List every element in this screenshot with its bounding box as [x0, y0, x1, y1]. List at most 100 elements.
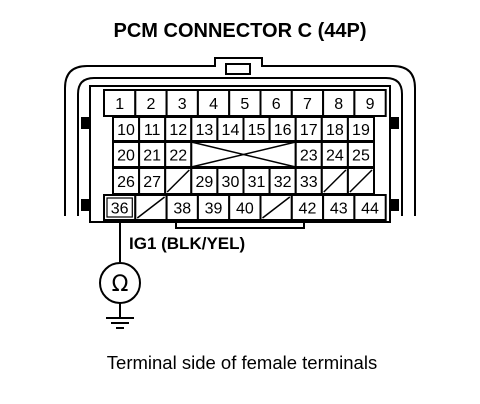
terminal-cell: 20: [112, 141, 141, 168]
terminal-cell: 11: [138, 116, 167, 142]
terminal-cell: 10: [112, 116, 141, 142]
terminal-number: 25: [352, 148, 370, 165]
terminal-cell: 22: [164, 141, 193, 168]
terminal-cell: 32: [268, 167, 297, 195]
terminal-number: 3: [178, 96, 187, 113]
terminal-cell: 2: [134, 89, 168, 117]
terminal-number: 7: [303, 96, 312, 113]
terminal-cell: 8: [322, 89, 356, 117]
terminal-cell: 18: [320, 116, 349, 142]
terminal-number: 12: [169, 122, 187, 139]
housing-outer-shell: [64, 57, 416, 216]
terminal-cell: 38: [165, 194, 199, 221]
terminal-cell: 44: [353, 194, 387, 221]
wire-label: IG1 (BLK/YEL): [129, 234, 245, 253]
terminal-cell: 42: [290, 194, 325, 221]
terminal-number: 32: [274, 174, 292, 191]
terminal-cell: 6: [259, 89, 293, 117]
terminal-number: 17: [300, 122, 318, 139]
housing-bottom-key: [175, 220, 305, 229]
terminal-number: 4: [209, 96, 218, 113]
unused-cavity: [259, 194, 293, 221]
terminal-cell: 25: [346, 141, 375, 168]
terminal-number: 14: [222, 122, 240, 139]
terminal-cell: 21: [138, 141, 167, 168]
terminal-number: 2: [146, 96, 155, 113]
terminal-number: 23: [300, 148, 318, 165]
housing-frame: [89, 85, 391, 223]
terminal-number: 1: [115, 96, 124, 113]
terminal-number: 39: [205, 201, 223, 218]
terminal-number: 19: [352, 122, 370, 139]
terminal-number: 20: [117, 148, 135, 165]
terminal-cell: 39: [196, 194, 231, 221]
terminal-cell: 16: [268, 116, 297, 142]
unused-cavity: [190, 141, 297, 168]
latch-right-lower: [390, 199, 399, 211]
terminal-number: 15: [248, 122, 266, 139]
latch-left-upper: [81, 117, 90, 129]
terminal-number: 38: [173, 201, 191, 218]
terminal-cell: 1: [103, 89, 137, 117]
terminal-cell: 17: [294, 116, 323, 142]
terminal-number: 9: [366, 96, 375, 113]
terminal-cell: 40: [228, 194, 262, 221]
terminal-number: 22: [169, 148, 187, 165]
terminal-number: 16: [274, 122, 292, 139]
terminal-cell: 13: [190, 116, 219, 142]
terminal-cell: 12: [164, 116, 193, 142]
terminal-cell: 31: [242, 167, 271, 195]
latch-left-lower: [81, 199, 90, 211]
terminal-cell: 29: [190, 167, 219, 195]
terminal-number: 11: [144, 122, 161, 139]
terminal-cell: 26: [112, 167, 141, 195]
terminal-cell: 3: [165, 89, 199, 117]
terminal-number: 30: [222, 174, 240, 191]
terminal-cell: 7: [290, 89, 325, 117]
terminal-cell: 43: [322, 194, 356, 221]
terminal-cell: 14: [216, 116, 245, 142]
terminal-number: 21: [143, 148, 161, 165]
terminal-number: 26: [117, 174, 135, 191]
unused-cavity: [134, 194, 168, 221]
terminal-number: 40: [236, 201, 254, 218]
unused-cavity: [164, 167, 193, 195]
terminal-number: 29: [195, 174, 213, 191]
terminal-number: 44: [361, 201, 379, 218]
caption: Terminal side of female terminals: [107, 352, 377, 373]
terminal-number: 36: [111, 201, 129, 218]
terminal-cell: 15: [242, 116, 271, 142]
terminal-number: 42: [299, 201, 317, 218]
unused-cavity: [320, 167, 349, 195]
terminal-cell: 4: [196, 89, 231, 117]
terminal-number: 18: [326, 122, 344, 139]
terminal-cell: 23: [294, 141, 323, 168]
terminal-cell: 5: [228, 89, 262, 117]
latch-right-upper: [390, 117, 399, 129]
terminal-number: 24: [326, 148, 344, 165]
terminal-number: 27: [143, 174, 161, 191]
terminal-number: 13: [195, 122, 213, 139]
locking-tab: [225, 63, 251, 75]
connector-housing: [64, 57, 416, 229]
terminal-number: 10: [117, 122, 135, 139]
terminal-cell: 33: [294, 167, 323, 195]
terminal-cell-probed: 36: [103, 194, 137, 221]
housing-inner-shell: [77, 77, 403, 216]
ohm-symbol: Ω: [112, 272, 129, 297]
unused-cavity: [346, 167, 375, 195]
terminal-number: 43: [330, 201, 348, 218]
terminal-number: 6: [272, 96, 281, 113]
terminal-number: 33: [300, 174, 318, 191]
test-circuit: [99, 219, 141, 329]
terminal-cell: 24: [320, 141, 349, 168]
terminal-number: 5: [240, 96, 249, 113]
terminal-cell: 27: [138, 167, 167, 195]
terminal-number: 8: [334, 96, 343, 113]
terminal-cell: 9: [353, 89, 387, 117]
terminal-number: 31: [248, 174, 266, 191]
terminal-cell: 30: [216, 167, 245, 195]
diagram-title: PCM CONNECTOR C (44P): [114, 20, 367, 42]
